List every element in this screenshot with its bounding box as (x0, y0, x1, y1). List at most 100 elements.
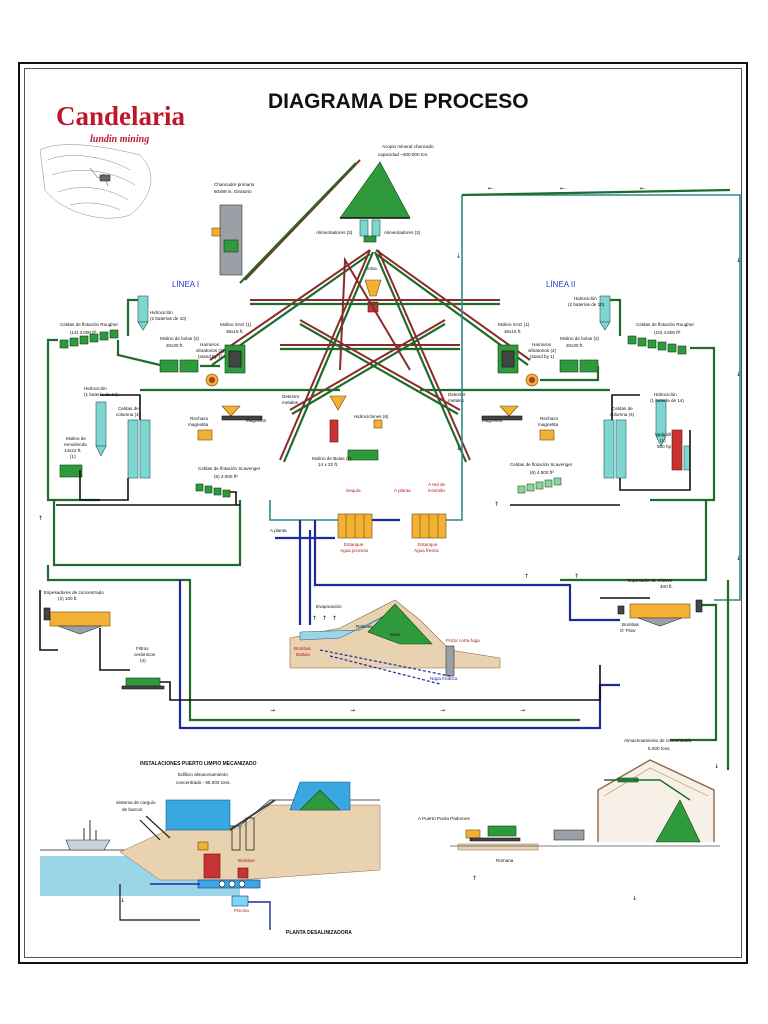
svg-text:↑: ↑ (494, 501, 499, 508)
espesadores-concentrado (43, 607, 111, 635)
left-column-label-2: columna (4) (116, 412, 141, 417)
svg-text:←: ← (560, 185, 565, 192)
right-sag-label-2: 36x15 ft. (504, 329, 522, 334)
edificio-label: Edificio almacenamiento (178, 772, 228, 777)
left-hidrociclon-label-2: (2 baterías de 10) (150, 316, 187, 321)
alimentadores-left-label: Alimentadores (3) (316, 230, 353, 235)
tailings-dam: ↑↑↑ (289, 599, 501, 685)
pozo-label: Pozo/ corta-fuga (446, 638, 480, 643)
filtros-label-2: cerámicos (134, 652, 156, 657)
a-puerto-label: A Puerto Punta Padrones (418, 816, 471, 821)
estanque-agua-fresca (411, 513, 447, 539)
svg-text:↓: ↓ (714, 763, 719, 770)
right-scavenger-label: Celdas de flotación Scavenger (510, 462, 573, 467)
remolienda-label-4: (1) (70, 454, 76, 459)
right-rougher-cells (627, 335, 687, 355)
bombas-balsas-label: Bombas (294, 646, 312, 651)
right-detector-label-2: metales (448, 398, 465, 403)
espesadores-concentrado-label: Espesadores de concentrado (44, 590, 104, 595)
napa-label: Napa freática (430, 676, 458, 681)
acopio-label: Acopio mineral chancado (382, 144, 434, 149)
estanque-fresca-label-2: Agua fresca (414, 548, 439, 553)
right-magnetos-label: Magnetos (482, 418, 503, 423)
left-scavenger-label: Celdas de flotación Scavenger (198, 466, 261, 471)
center-ball-mill-label: Molino de Bolas (1) (312, 456, 352, 461)
left-hidrociclon-label: Hidrociclón (150, 310, 173, 315)
muro-label: Muro (390, 632, 401, 637)
piscina-label: Piscina (234, 908, 249, 913)
left-hidrociclon-14 (95, 401, 107, 457)
svg-text:↑: ↑ (312, 615, 317, 622)
left-detector-label-2: metales (282, 400, 299, 405)
right-scavenger-cells (517, 477, 562, 494)
almacenamiento-concentrado (597, 759, 715, 843)
right-ball-mill-label-2: 20x30 ft. (566, 343, 584, 348)
left-column-cells (127, 419, 151, 479)
chancador-primario (211, 204, 243, 276)
left-harneros (205, 373, 219, 387)
right-hidrociclon-14-label: Hidrociclón (654, 392, 677, 397)
svg-text:↓: ↓ (120, 897, 125, 904)
espesador-relaves-label-2: 400 ft. (660, 584, 673, 589)
acopio-stockpile (339, 161, 411, 219)
right-vertimill (671, 429, 691, 471)
right-scavenger-label-2: (6) 4.500 ft³ (530, 470, 554, 475)
evaporacion-label: Evaporación (316, 604, 342, 609)
diagram-inner-frame (24, 68, 742, 958)
svg-text:↓: ↓ (736, 555, 741, 562)
bombas-flow-label-2: O' Flow (620, 628, 636, 633)
right-hidrociclon-14 (655, 399, 667, 447)
logo-mine-sketch (39, 144, 151, 219)
planta-desalinizadora-label: PLANTA DESALINIZADORA (286, 930, 352, 936)
left-magnetos (197, 405, 263, 441)
filtros-label: Filtros (136, 646, 149, 651)
remolienda-label: Molino de (66, 436, 86, 441)
right-hidrociclon-14-label-2: (1 batería de 14) (650, 398, 684, 403)
edificio-label-2: concentrado - 65.000 tons. (176, 780, 231, 785)
right-column-cells (603, 419, 627, 479)
center-hidrociclones (329, 395, 383, 461)
svg-text:↑: ↑ (38, 515, 43, 522)
right-hidrociclon-label: Hidrociclón (574, 296, 597, 301)
right-rougher-label: Celdas de flotación Rougher (636, 322, 694, 327)
espesadores-concentrado-label-2: (2) 100 ft. (58, 596, 78, 601)
svg-text:↑: ↑ (332, 615, 337, 622)
left-column-label: Celdas de (118, 406, 139, 411)
diagram-title: DIAGRAMA DE PROCESO (268, 90, 529, 113)
estanque-fresca-label: Estanque (418, 542, 438, 547)
left-rougher-label-2: (14) 3.000 ft³ (70, 330, 97, 335)
svg-text:↓: ↓ (632, 895, 637, 902)
svg-text:←: ← (488, 185, 493, 192)
left-sag-label-2: 36x15 ft. (226, 329, 244, 334)
estanque-proceso-label: Estanque (344, 542, 364, 547)
tolva-label: Tolva (366, 266, 377, 271)
right-sag-label: Molino SAG (1) (498, 322, 530, 327)
right-hidrociclon (599, 295, 611, 331)
svg-text:↑: ↑ (472, 875, 477, 882)
remolienda-label-3: 14x22 ft. (64, 448, 82, 453)
sistema-carguio-label-2: de barcos (122, 807, 143, 812)
chancador-label: Chancador primario (214, 182, 255, 187)
conveyor-network (209, 249, 531, 463)
left-rougher-cells (59, 329, 119, 349)
vertimill-label-2: (1) (660, 438, 666, 443)
right-hidrociclon-label-2: (2 baterías de 10) (568, 302, 605, 307)
left-scavenger-cells (195, 483, 231, 498)
chancador-size-label: 60x89 in. Giratorio (214, 189, 252, 194)
linea-ii-label: LÍNEA II (546, 280, 575, 289)
svg-text:→: → (440, 707, 445, 714)
svg-text:→: → (520, 707, 525, 714)
a-planta-center-label: A planta (394, 488, 411, 493)
right-rechazo-label-2: magnetita (538, 422, 559, 427)
left-harneros-label-2: vibratorios (2) (196, 348, 225, 353)
left-sag-label: Molino SAG (1) (220, 322, 252, 327)
bombas-planta-label: Bombas (238, 858, 256, 863)
left-magnetos-label: Magnetos (246, 418, 267, 423)
pipe-network (39, 188, 741, 770)
bombas-flow-label: Bombas (622, 622, 640, 627)
estanque-proceso-label-2: Agua proceso (340, 548, 369, 553)
svg-text:↑: ↑ (574, 573, 579, 580)
center-ball-mill-label-2: 14 x 22 ft. (318, 462, 338, 467)
filtros-ceramicos (121, 677, 165, 690)
